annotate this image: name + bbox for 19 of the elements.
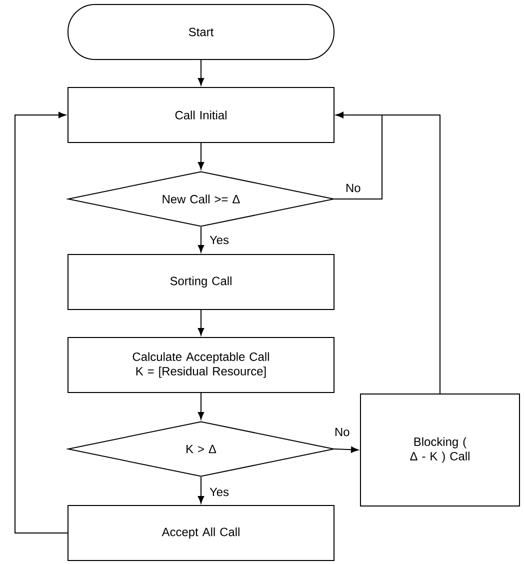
arrow [334,446,358,453]
arrow [14,112,68,534]
edge-label: Yes [208,486,230,498]
edge-label: No [344,182,362,194]
arrow [198,226,204,252]
process-box: Call Initial [68,87,334,143]
arrow [336,112,440,394]
process-box: Accept All Call [68,505,334,561]
edge-label: Yes [208,234,230,246]
arrow [198,142,204,170]
process-box: Blocking ( Δ - K ) Call [360,394,520,506]
process-box: Sorting Call [68,254,334,310]
arrow [198,60,204,86]
edge-label: No [334,426,351,438]
arrow [198,310,204,336]
arrow [198,392,204,420]
arrow [198,476,204,504]
terminal-box: Start [68,4,334,60]
process-box: Calculate Acceptable Call K = [Residual Resource] [68,337,334,393]
